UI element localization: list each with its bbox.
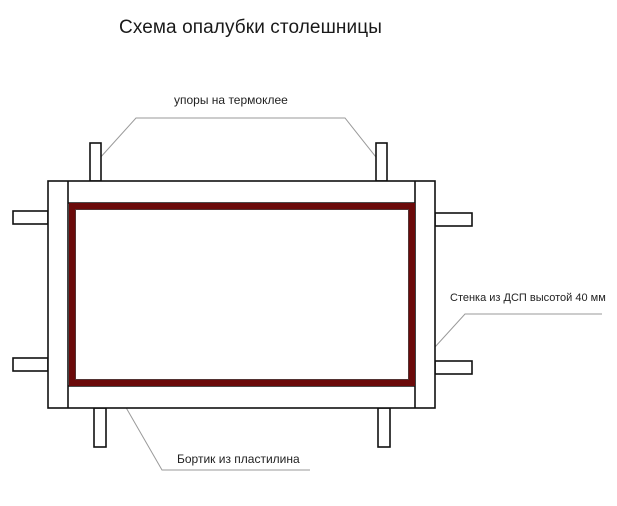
- leader-wall: [424, 313, 602, 359]
- diagram-title: Схема опалубки столешницы: [119, 17, 382, 38]
- leader-lines: [98, 117, 602, 471]
- plasticine-rim: [69, 203, 415, 386]
- post-left-lower: [12, 357, 49, 372]
- post-top-left: [89, 142, 102, 182]
- post-bottom-left: [93, 407, 107, 448]
- label-rim: Бортик из пластилина: [177, 452, 300, 466]
- leader-rim: [112, 384, 310, 471]
- leader-stops: [98, 117, 384, 167]
- post-left-upper: [12, 210, 49, 225]
- post-right-upper: [434, 212, 473, 227]
- label-stops: упоры на термоклее: [174, 93, 288, 107]
- post-bottom-right: [377, 407, 391, 448]
- outer-frame: [47, 180, 436, 409]
- post-top-right: [375, 142, 388, 182]
- stop-posts: [12, 142, 473, 448]
- post-right-lower: [434, 360, 473, 375]
- label-wall: Стенка из ДСП высотой 40 мм: [450, 292, 606, 304]
- chipboard-walls: [47, 180, 436, 409]
